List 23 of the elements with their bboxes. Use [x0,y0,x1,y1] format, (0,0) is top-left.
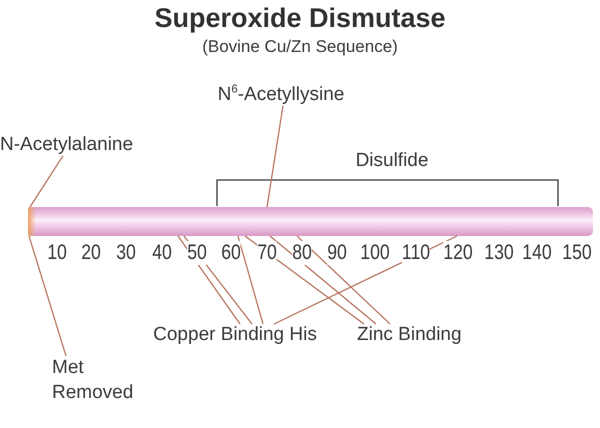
tick-label: 90 [327,241,347,266]
leader-line [296,236,390,324]
leader-line [30,156,64,208]
leader-line [270,236,376,324]
leader-line [237,236,264,324]
leader-line [244,236,364,324]
modification-label: N$^{6}$-Acetyllysine [218,84,344,106]
bracket-label: Disulfide [356,150,428,172]
tick-label: 50 [187,241,207,266]
binding-site-label: Copper Binding His [153,324,317,346]
subtitle: (Bovine Cu/Zn Sequence) [202,37,398,57]
leader-line [274,235,458,325]
leader-line [266,106,284,208]
modification-label: N-Acetylalanine [0,134,134,156]
tick-label: 110 [402,241,430,266]
leader-line [178,236,240,324]
title: Superoxide Dismutase [154,3,446,34]
sequence-bar [28,207,593,236]
binding-site-label: Zinc Binding [357,324,462,346]
tick-label: 80 [292,241,312,266]
leader-line [184,236,252,324]
annotation-label: Met Removed [52,356,148,406]
leader-line [28,236,67,356]
